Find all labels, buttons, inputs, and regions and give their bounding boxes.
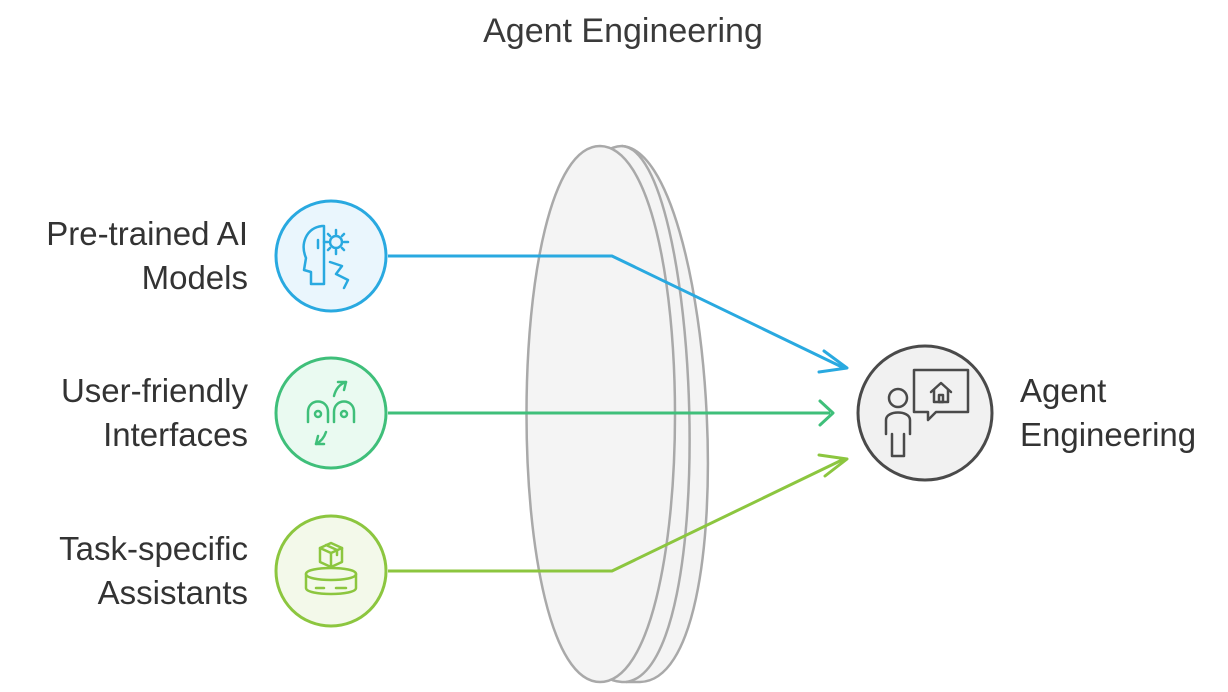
connector-line <box>388 254 845 370</box>
arrowhead-icon <box>817 453 849 478</box>
label-line: Assistants <box>97 574 248 611</box>
label-line: Interfaces <box>103 416 248 453</box>
diagram-title: Agent Engineering <box>483 12 763 50</box>
input-label-assistants: Task-specific Assistants <box>0 527 248 615</box>
output-label: Agent Engineering <box>1020 369 1225 457</box>
node-circle <box>274 514 388 628</box>
output-node-agent-engineering <box>856 344 994 482</box>
package-delivery-icon <box>304 541 358 596</box>
input-label-ai-models: Pre-trained AI Models <box>0 212 248 300</box>
input-node-assistants <box>274 514 388 628</box>
connector-line <box>388 457 845 573</box>
label-line: Task-specific <box>59 530 248 567</box>
arrowhead-icon <box>817 349 849 374</box>
user-exchange-icon <box>306 380 356 446</box>
label-line: Engineering <box>1020 416 1197 453</box>
node-circle <box>274 356 388 470</box>
node-circle <box>274 199 388 313</box>
input-node-interfaces <box>274 356 388 470</box>
arrowhead-icon <box>818 399 835 427</box>
label-line: User-friendly <box>60 372 248 409</box>
input-node-ai-models <box>274 199 388 313</box>
label-line: Pre-trained AI <box>46 215 248 252</box>
connector-assistants <box>388 453 849 573</box>
connector-ai <box>388 254 849 374</box>
lens-rim <box>621 144 691 684</box>
ai-head-gear-icon <box>302 224 350 290</box>
label-line: Agent <box>1020 372 1107 409</box>
connector-interfaces <box>388 399 835 427</box>
input-label-interfaces: User-friendly Interfaces <box>0 369 248 457</box>
person-home-icon <box>884 368 970 458</box>
label-line: Models <box>141 259 248 296</box>
